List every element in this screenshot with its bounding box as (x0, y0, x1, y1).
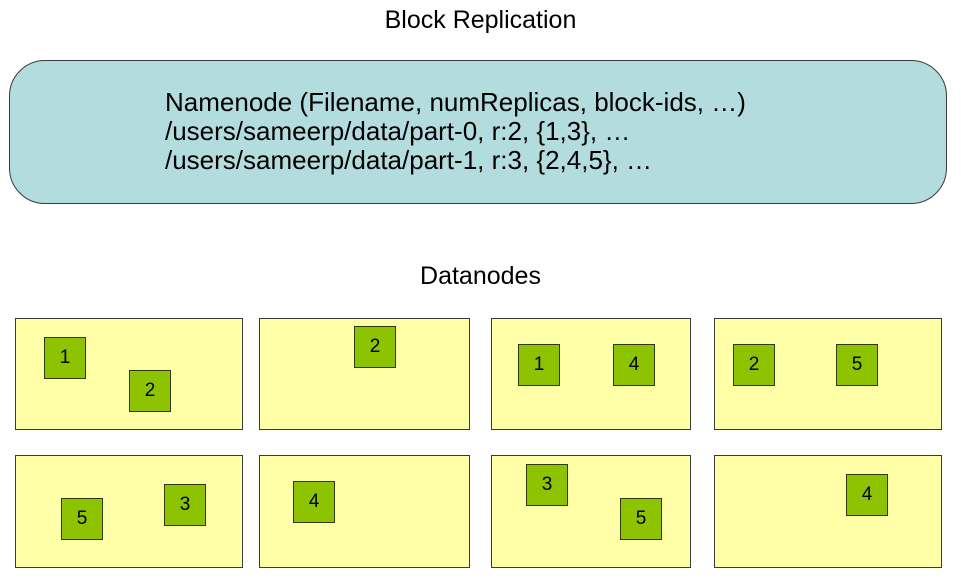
datanodes-label: Datanodes (420, 262, 541, 290)
block: 1 (518, 344, 560, 386)
datanode-3: 1 4 (491, 318, 691, 430)
namenode-entry-part-1: /users/sameerp/data/part-1, r:3, {2,4,5}… (165, 145, 653, 175)
block: 5 (836, 344, 878, 386)
block: 5 (61, 498, 103, 540)
datanode-6: 4 (259, 455, 470, 568)
block: 2 (733, 344, 775, 386)
datanode-8: 4 (714, 455, 942, 568)
namenode-entry-part-0: /users/sameerp/data/part-0, r:2, {1,3}, … (165, 116, 631, 146)
block: 4 (846, 474, 888, 516)
block: 2 (354, 326, 396, 368)
namenode-box: Namenode (Filename, numReplicas, block-i… (9, 60, 947, 204)
block: 4 (293, 481, 335, 523)
block: 3 (526, 464, 568, 506)
block: 1 (44, 337, 86, 379)
datanode-4: 2 5 (714, 318, 942, 430)
block: 3 (164, 484, 206, 526)
diagram-title: Block Replication (384, 6, 577, 34)
datanode-1: 1 2 (15, 318, 243, 430)
block: 2 (129, 370, 171, 412)
datanode-2: 2 (259, 318, 470, 430)
namenode-header: Namenode (Filename, numReplicas, block-i… (165, 87, 746, 117)
datanode-5: 5 3 (15, 455, 243, 568)
datanode-7: 3 5 (491, 455, 691, 568)
block: 4 (613, 344, 655, 386)
block: 5 (620, 498, 662, 540)
